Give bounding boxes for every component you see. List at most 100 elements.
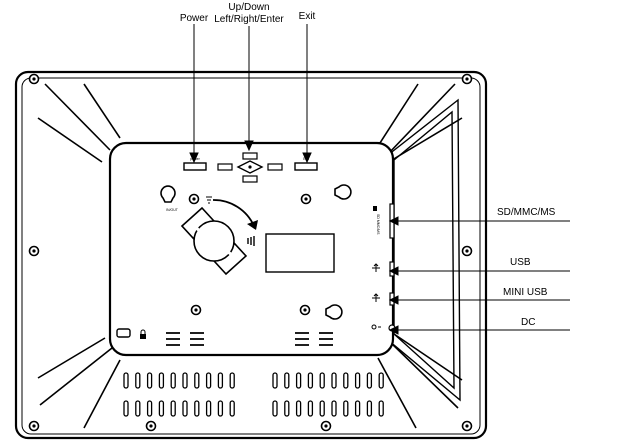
vent-slot [123,372,129,389]
usb-label: USB [510,257,531,268]
sd-mmc-ms-label: SD/MMC/MS [497,207,556,218]
sd-card-icon [373,206,377,211]
panel-screw-2 [300,193,312,205]
vent-slot [158,400,165,417]
dc-label: DC [521,317,535,328]
right-button [267,163,283,171]
down-button [242,175,258,183]
keyhole-hangers [160,184,352,320]
lock-slot [116,328,131,338]
bottom-screw-right [320,420,332,432]
vent-slot [354,372,361,389]
vent-slot [343,400,349,417]
vent-slot [284,372,290,389]
corner-screw-bottom-left [28,420,40,432]
vent-slot [272,372,278,389]
up-button [242,152,258,160]
vent-slot [182,400,188,417]
vent-slot [284,400,290,417]
vent-slot [378,400,384,417]
vent-slot [295,372,302,389]
usb-arrow-icon [388,266,399,276]
vent-slot [205,372,212,389]
vent-slot [146,400,153,417]
vent-slot [272,400,278,417]
mini-usb-icon [372,293,380,302]
vent-slot [229,400,235,417]
vent-slot [229,372,235,389]
side-screw-left [28,245,40,257]
vent-slot [217,372,224,389]
vent-slot [354,400,361,417]
rotate-direction-icon [247,236,255,246]
vent-slot [331,400,337,417]
power-arrow-icon [189,152,199,164]
exit-label: Exit [299,11,316,22]
panel-screw-4 [299,304,311,316]
central-panel [108,141,395,357]
vent-slot [366,372,373,389]
vent-slot [295,400,302,417]
corner-screw-top-left [28,73,40,85]
navigation-label-line1: Up/Down [228,2,269,13]
vent-slot [331,372,337,389]
inner-frame-border [21,77,481,435]
vent-slot [319,372,325,389]
bottom-screw-left [145,420,157,432]
vent-slot [205,400,212,417]
panel-screw-3 [190,304,202,316]
corner-screw-bottom-right [461,420,473,432]
vent-slots [123,372,384,417]
diagonal-braces [37,83,463,429]
rotating-stand-mount [180,199,258,276]
vent-slot [217,400,224,417]
vent-slot [182,372,188,389]
enter-dot-icon [248,165,252,169]
panel-screw-1 [188,193,200,205]
vent-slot [170,372,176,389]
corner-screw-top-right [461,73,473,85]
navigation-arrow-icon [244,140,254,152]
dc-arrow-icon [388,325,399,335]
vent-slot [307,400,314,417]
exit-arrow-icon [302,152,312,164]
usb-icon [372,263,380,272]
power-button [183,162,207,171]
navigation-label-line2: Left/Right/Enter [214,14,284,25]
mini-usb-label: MINI USB [503,287,548,298]
vent-slot [170,400,176,417]
mini-usb-arrow-icon [388,295,399,305]
keyhole-right-top [334,184,352,200]
vent-slot [135,400,141,417]
vent-slot [343,372,349,389]
keyhole-right-bottom [325,304,343,320]
vent-slot [135,372,141,389]
speaker-grille-4 [319,332,333,346]
left-button [217,163,233,171]
vent-slot [194,372,200,389]
vent-slot [158,372,165,389]
speaker-grille-1 [166,332,180,346]
dc-polarity-icon [371,324,381,330]
side-screw-right [461,245,473,257]
vent-slot [319,400,325,417]
callout-lines [189,24,570,335]
sd-arrow-icon [388,216,399,226]
vent-slot [194,400,200,417]
speaker-grilles [166,332,333,346]
speaker-grille-2 [190,332,204,346]
vent-slot [366,400,373,417]
lock-icon [140,329,146,339]
mount-label: IN/OUT [166,208,179,212]
stand-lock-icon [206,196,212,204]
keyhole-left [160,185,176,203]
speaker-grille-3 [295,332,309,346]
vent-slot [378,372,384,389]
label-plate [265,233,335,273]
power-label: Power [180,13,209,24]
vent-slot [123,400,129,417]
vent-slot [307,372,314,389]
sd-slot-marking: SD MMC/MS [376,214,380,235]
vent-slot [146,372,153,389]
